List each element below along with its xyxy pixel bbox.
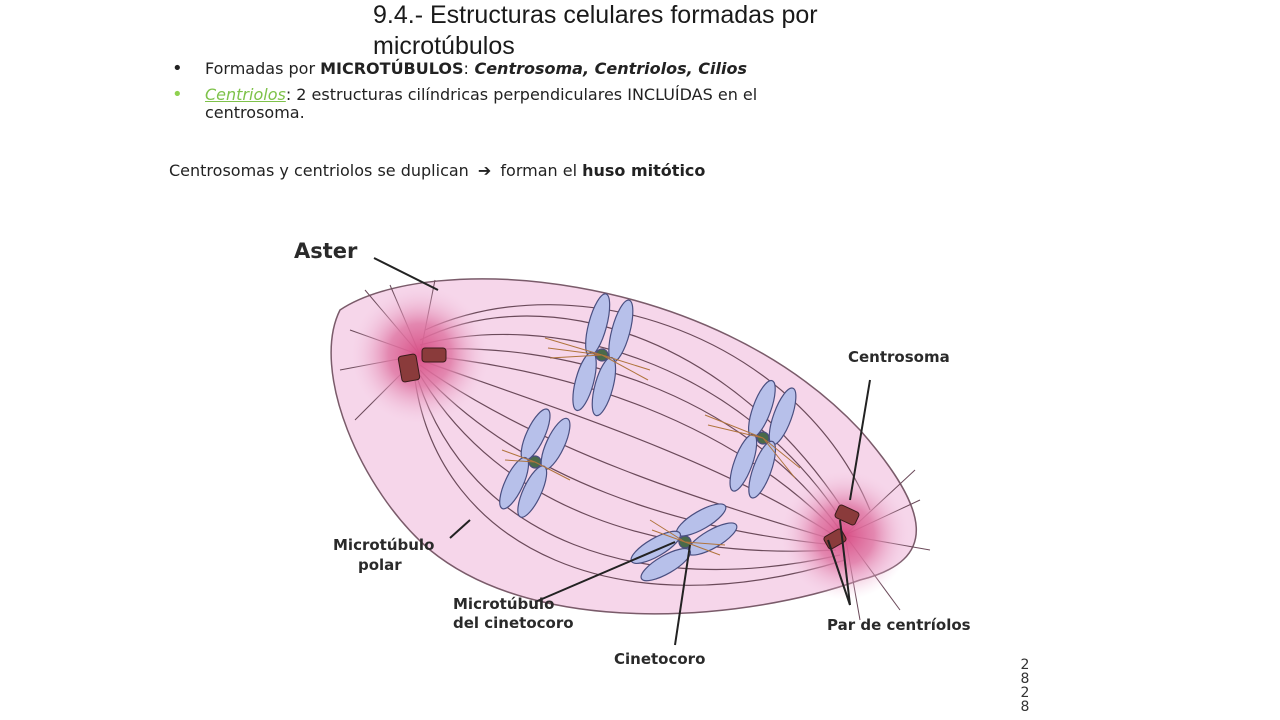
- bullet-dot: •: [172, 58, 183, 79]
- leader-lines: [373, 257, 871, 646]
- label-centrosoma: Centrosoma: [848, 348, 950, 366]
- mitotic-spindle-diagram: Aster Centrosoma Microtúbulo polar Micro…: [294, 239, 971, 668]
- label-cinetocoro: Cinetocoro: [614, 650, 705, 668]
- sentence-text-2: forman el: [500, 161, 583, 180]
- structures-list: Centrosoma, Centriolos, Cilios: [468, 59, 747, 78]
- label-microtubulo-cinetocoro-2: del cinetocoro: [453, 614, 574, 632]
- label-microtubulo-polar-1: Microtúbulo: [333, 536, 434, 554]
- label-aster: Aster: [294, 239, 358, 263]
- chromosome: [499, 408, 571, 518]
- bullet-list: • Formadas por MICROTÚBULOS: Centrosoma, …: [172, 60, 812, 130]
- duplication-sentence: Centrosomas y centriolos se duplican ➔ f…: [169, 161, 705, 180]
- label-microtubulo-polar-2: polar: [358, 556, 402, 574]
- bullet-dot: •: [172, 84, 183, 105]
- bullet-microtubulos: • Formadas por MICROTÚBULOS: Centrosoma, …: [172, 60, 812, 78]
- bullet-colon: :: [463, 59, 469, 78]
- page-number: 2828: [1020, 657, 1030, 715]
- bullet-text: Formadas por: [205, 59, 321, 78]
- kinetochore-fibers: [501, 337, 801, 556]
- arrow-right-icon: ➔: [477, 161, 492, 180]
- keyword-microtubulos: MICROTÚBULOS: [320, 59, 464, 78]
- bullet-centriolos: • Centriolos: 2 estructuras cilíndricas p…: [172, 86, 812, 122]
- huso-mitotico-text: huso mitótico: [582, 161, 706, 180]
- page-title: 9.4.- Estructuras celulares formadas por…: [373, 1, 818, 60]
- centriole-pair-left: [397, 347, 447, 383]
- centrosome-right-glow: [780, 470, 910, 600]
- centrosome-left-glow: [350, 285, 490, 425]
- chromosome: [729, 379, 797, 499]
- label-microtubulo-cinetocoro-1: Microtúbulo: [453, 595, 554, 613]
- bullet-text: : 2 estructuras cilíndricas perpendicula…: [205, 85, 758, 122]
- label-par-centriolos: Par de centríolos: [827, 616, 971, 634]
- centriole-pair-right: [823, 504, 860, 550]
- keyword-centriolos-link[interactable]: Centriolos: [205, 85, 286, 104]
- sentence-text: Centrosomas y centriolos se duplican: [169, 161, 469, 180]
